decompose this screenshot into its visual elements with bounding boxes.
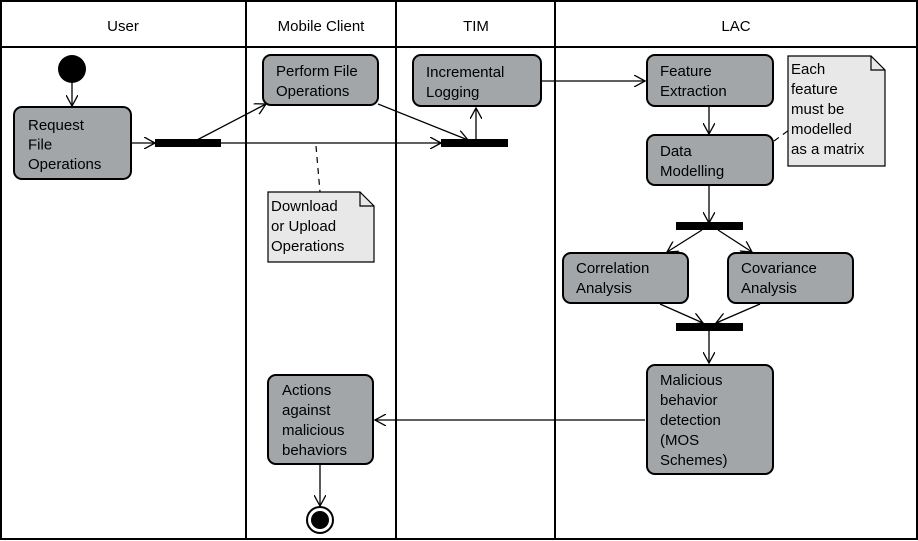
lane-title-mobile-client: Mobile Client [278, 18, 366, 35]
node-line: Schemes) [660, 452, 728, 469]
edge-correlation-join [659, 303, 703, 323]
node-line: Incremental [426, 64, 504, 81]
note-line: must be [791, 101, 844, 118]
node-line: Logging [426, 84, 479, 101]
node-line: Actions [282, 382, 331, 399]
node-line: behavior [660, 392, 718, 409]
node-line: behaviors [282, 442, 347, 459]
node-line: malicious [282, 422, 345, 439]
note-feature-matrix: Each feature must be modelled as a matrix [787, 55, 886, 167]
node-line: Malicious [660, 372, 723, 389]
node-line: Perform File [276, 63, 358, 80]
node-line: detection [660, 412, 721, 429]
node-line: Operations [28, 156, 101, 173]
node-line: Extraction [660, 83, 727, 100]
node-line: Analysis [741, 280, 797, 297]
node-actions-against-malicious-behaviors: Actions against malicious behaviors [267, 374, 374, 465]
note-connector-download [315, 145, 321, 193]
edge-fork-correlation [667, 229, 703, 252]
note-connectors [315, 129, 790, 193]
start-node [58, 55, 86, 83]
node-line: Analysis [576, 280, 632, 297]
sync-bars [155, 139, 743, 331]
lane-title-lac: LAC [721, 18, 750, 35]
edges [72, 81, 761, 506]
node-line: Covariance [741, 260, 817, 277]
edge-perform-join [377, 103, 468, 140]
note-line: as a matrix [791, 141, 865, 158]
fork-bar-user [155, 139, 221, 147]
node-line: Correlation [576, 260, 649, 277]
fork-bar-lac [676, 222, 743, 230]
node-line: (MOS [660, 432, 699, 449]
note-line: modelled [791, 121, 852, 138]
node-line: Modelling [660, 163, 724, 180]
node-line: File [28, 137, 52, 154]
node-line: Feature [660, 63, 712, 80]
note-line: or Upload [271, 218, 336, 235]
edge-covariance-join [716, 303, 761, 323]
node-line: against [282, 402, 331, 419]
note-line: Operations [271, 238, 344, 255]
node-line: Request [28, 117, 85, 134]
node-line: Operations [276, 83, 349, 100]
note-line: Each [791, 61, 825, 78]
note-line: feature [791, 81, 838, 98]
node-malicious-behavior-detection: Malicious behavior detection (MOS Schemes) [646, 364, 774, 475]
edge-fork-covariance [717, 229, 752, 252]
note-line: Download [271, 198, 338, 215]
edge-fork-perform [196, 104, 266, 141]
end-node [306, 506, 334, 534]
lane-title-user: User [107, 18, 139, 35]
join-bar-tim [441, 139, 508, 147]
lane-title-tim: TIM [463, 18, 489, 35]
note-connector-feature [773, 129, 790, 142]
join-bar-lac [676, 323, 743, 331]
node-line: Data [660, 143, 692, 160]
